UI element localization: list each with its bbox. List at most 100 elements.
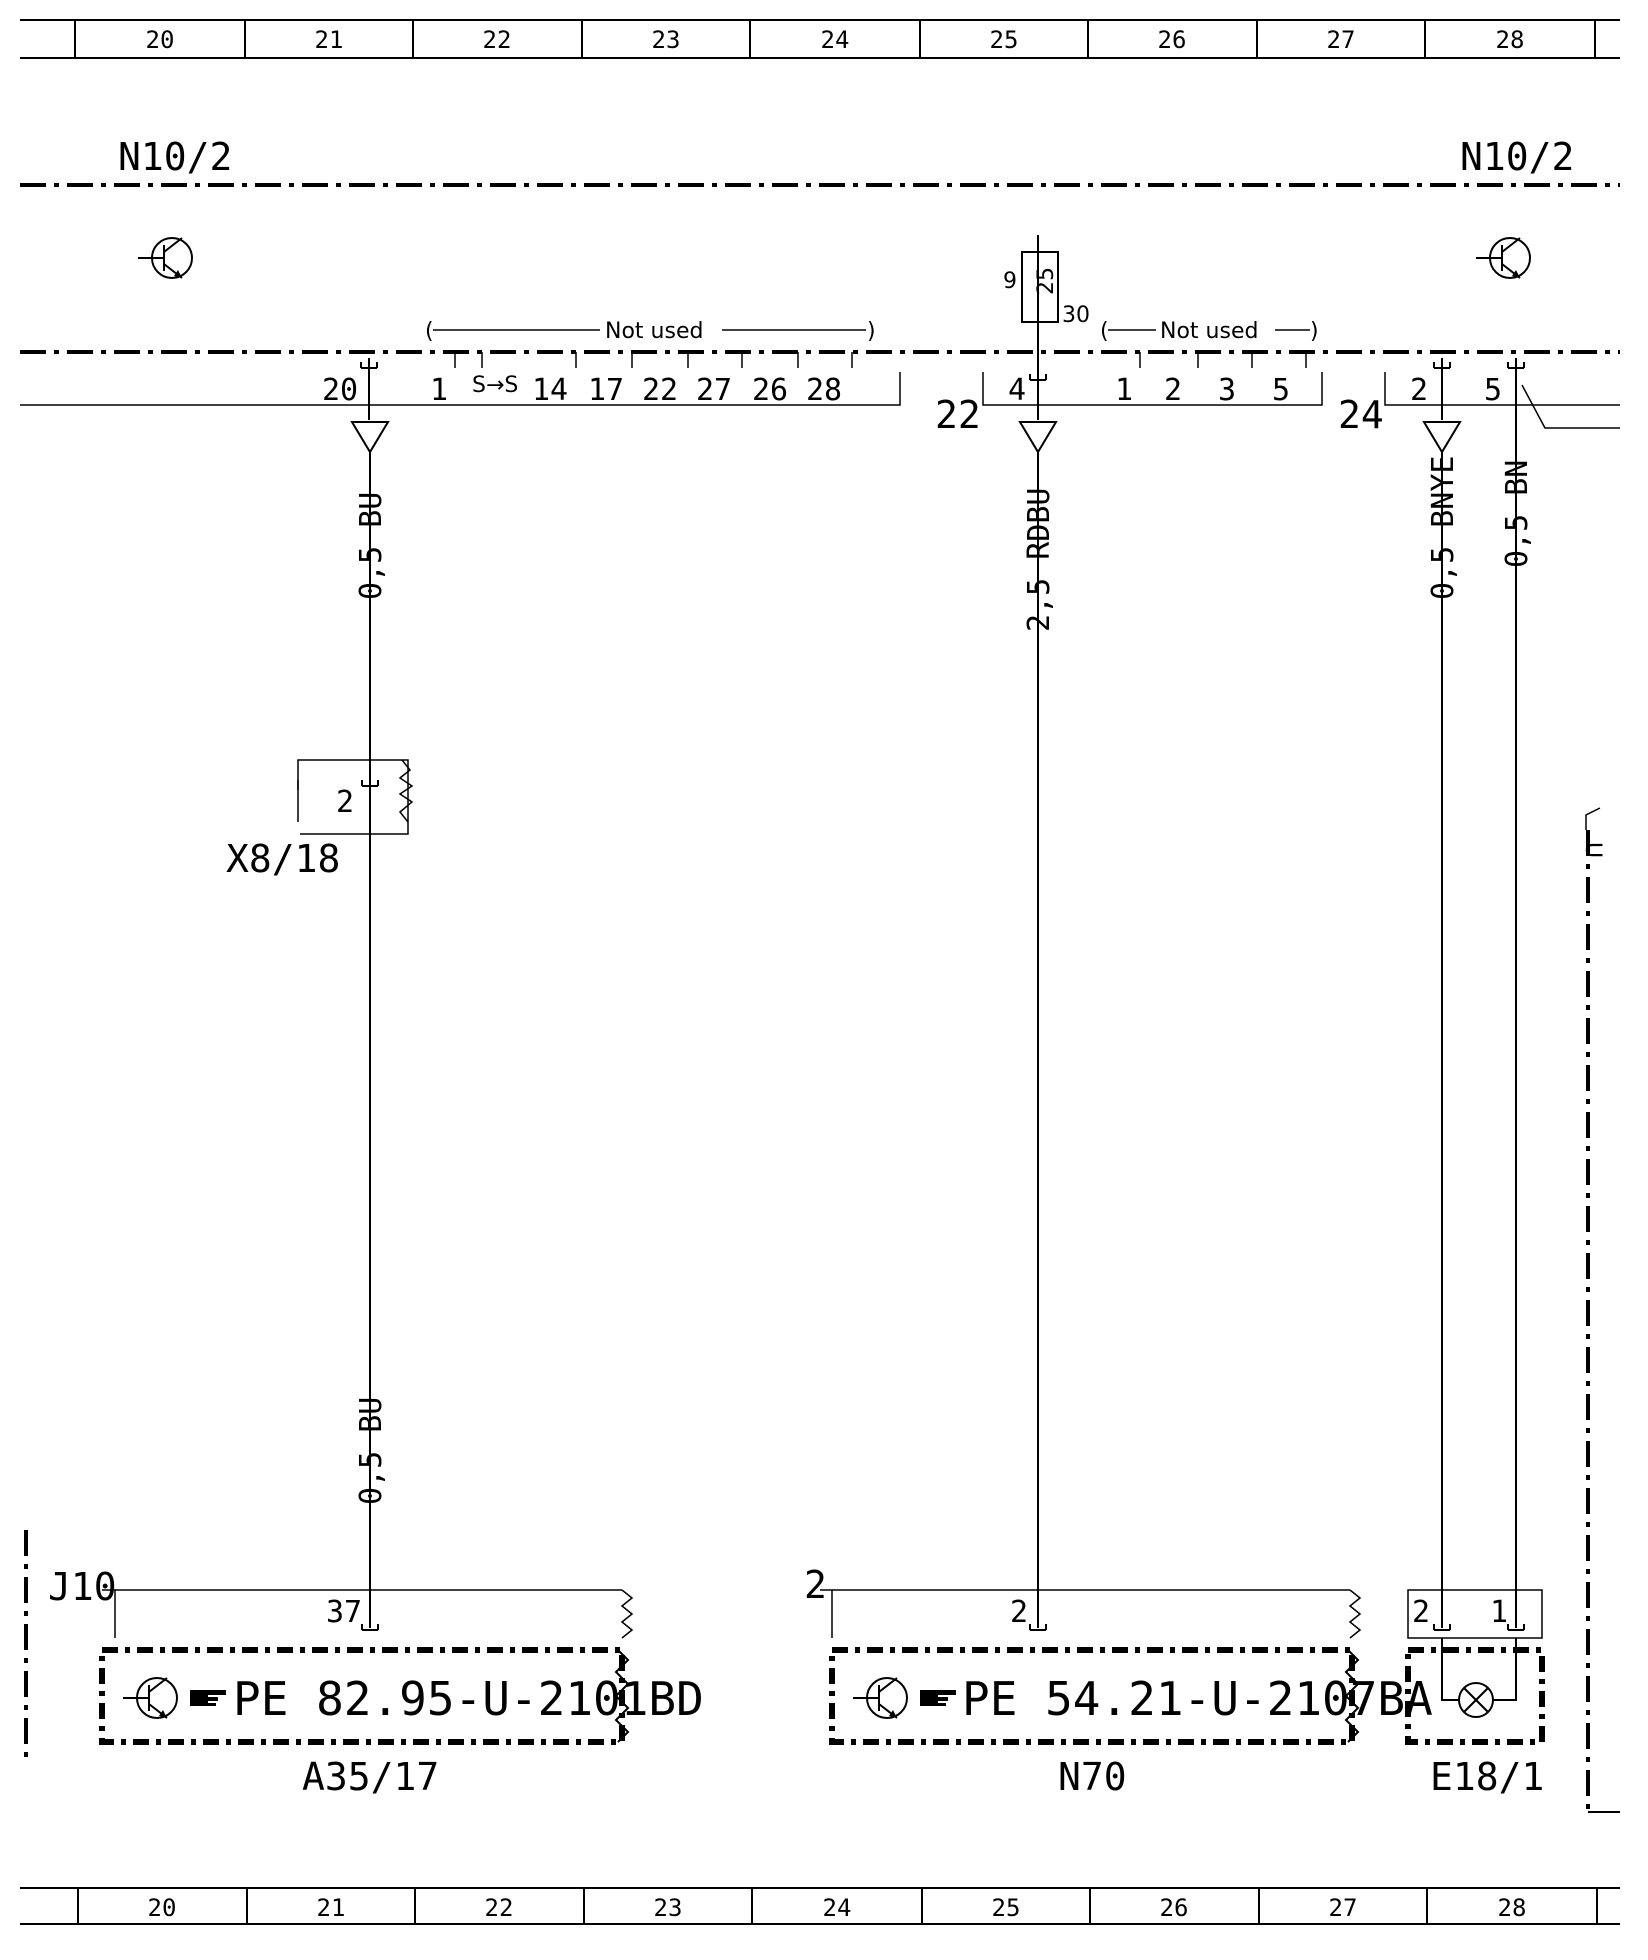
range-symbol: S→S xyxy=(472,373,518,398)
a35-17-label: A35/17 xyxy=(302,1755,439,1799)
pin-label: 14 xyxy=(532,373,568,408)
grid-col-28: 28 xyxy=(1496,26,1525,54)
bracket-close: ) xyxy=(1310,319,1319,344)
grid-col-23-bottom: 23 xyxy=(654,1894,683,1922)
pin-4-label: 4 xyxy=(1008,373,1026,408)
transistor-icon xyxy=(123,1677,178,1719)
pin-label: 1 xyxy=(1115,373,1133,408)
shield-triangle-icon xyxy=(1018,421,1058,454)
wire-label-top: 0,5 BU xyxy=(354,492,389,600)
connector-right-group: 24 2 5 xyxy=(1338,358,1620,454)
connector-label-24: 24 xyxy=(1338,393,1384,437)
pin-label: 22 xyxy=(642,373,678,408)
shield-triangle-icon xyxy=(1422,421,1462,454)
fuse-25: 9 25 30 xyxy=(1003,235,1090,372)
pin-terminal xyxy=(1433,1624,1451,1631)
n70-pin: 2 xyxy=(1010,1595,1028,1630)
grid-col-21: 21 xyxy=(315,26,344,54)
pointing-hand-icon xyxy=(920,1690,956,1706)
connector-center-group: 22 ( Not used ) 4 1 2 3 5 xyxy=(935,319,1323,454)
unused-pin-stubs xyxy=(454,352,853,368)
pin-label: 1 xyxy=(430,373,448,408)
grid-col-27-bottom: 27 xyxy=(1329,1894,1358,1922)
pin-terminal xyxy=(360,358,378,420)
not-used-label-left: Not used xyxy=(605,319,703,344)
connector-left-group: ( Not used ) 20 1 S→S 14 17 22 27 xyxy=(20,319,901,454)
n70-reference: PE 54.21-U-2107BA xyxy=(962,1672,1433,1726)
component-a35-17: J10 37 PE 82.95-U-2101BD A35/17 xyxy=(48,1565,704,1799)
grid-col-26: 26 xyxy=(1158,26,1187,54)
pin-terminal xyxy=(1029,1624,1047,1631)
connector-label-22: 22 xyxy=(935,393,981,437)
bracket-close: ) xyxy=(867,319,876,344)
grid-ruler-bottom: 20 21 22 23 24 25 26 27 28 xyxy=(20,1887,1620,1925)
pin-label: 27 xyxy=(696,373,732,408)
grid-col-25-bottom: 25 xyxy=(992,1894,1021,1922)
pin-label: 2 xyxy=(1164,373,1182,408)
n10-2-label-right: N10/2 xyxy=(1460,135,1574,179)
fuse-number: 25 xyxy=(1034,267,1059,295)
pin-label: 26 xyxy=(752,373,788,408)
fuse-pin-30: 30 xyxy=(1062,303,1090,328)
pin-label: 2 xyxy=(1410,373,1428,408)
pin-terminal xyxy=(1029,372,1047,420)
fuse-pin-9: 9 xyxy=(1003,269,1017,294)
pin-terminal xyxy=(1507,1624,1525,1631)
grid-col-25: 25 xyxy=(990,26,1019,54)
e18-1-pin: 1 xyxy=(1490,1595,1508,1630)
pin-label: 28 xyxy=(806,373,842,408)
x8-18-label: X8/18 xyxy=(226,837,340,881)
j10-label: J10 xyxy=(48,1565,117,1609)
wire-0-5-bu-lower: 0,5 BU xyxy=(354,786,389,1628)
grid-ruler-top: 20 21 22 23 24 25 26 27 28 xyxy=(20,19,1620,59)
grid-col-20-bottom: 20 xyxy=(148,1894,177,1922)
a35-17-pin: 37 xyxy=(326,1595,362,1630)
grid-col-23: 23 xyxy=(652,26,681,54)
grid-col-24-bottom: 24 xyxy=(823,1894,852,1922)
component-n70: 2 2 PE 54.21-U-2107BA N70 xyxy=(804,1563,1433,1799)
pointing-hand-icon xyxy=(190,1690,226,1706)
wire-label: 0,5 BNYE xyxy=(1426,456,1461,601)
bracket-open: ( xyxy=(425,319,434,344)
grid-col-22: 22 xyxy=(483,26,512,54)
wire-0-5-bu: 0,5 BU xyxy=(354,452,389,800)
component-e18-1: 2 1 E18/1 xyxy=(1405,1589,1545,1799)
grid-col-22-bottom: 22 xyxy=(485,1894,514,1922)
bracket-open: ( xyxy=(1100,319,1109,344)
pin-terminal xyxy=(1433,358,1451,420)
wire-0-5-bn: 0,5 BN xyxy=(1500,420,1535,1628)
a35-17-reference: PE 82.95-U-2101BD xyxy=(233,1672,704,1726)
pin-label: 17 xyxy=(588,373,624,408)
n70-connector-label: 2 xyxy=(804,1563,827,1607)
edge-label: U xyxy=(1580,842,1605,858)
grid-col-20: 20 xyxy=(146,26,175,54)
not-used-label-center: Not used xyxy=(1160,319,1258,344)
grid-col-21-bottom: 21 xyxy=(317,1894,346,1922)
pin-label: 5 xyxy=(1272,373,1290,408)
pin-label: 3 xyxy=(1218,373,1236,408)
wire-label: 2,5 RDBU xyxy=(1022,488,1057,633)
grid-col-27: 27 xyxy=(1327,26,1356,54)
transistor-icon xyxy=(138,237,193,279)
e18-1-label: E18/1 xyxy=(1430,1755,1544,1799)
right-edge-unit: U xyxy=(1580,807,1620,1813)
connector-x8-18: 2 X8/18 xyxy=(226,759,414,881)
wire-0-5-bnye: 0,5 BNYE xyxy=(1426,452,1461,1628)
x8-18-pin: 2 xyxy=(336,785,354,820)
n10-2-label-left: N10/2 xyxy=(118,135,232,179)
n10-2-unit: N10/2 N10/2 xyxy=(20,135,1620,354)
wire-label-bottom: 0,5 BU xyxy=(354,1397,389,1505)
grid-col-28-bottom: 28 xyxy=(1498,1894,1527,1922)
transistor-icon xyxy=(853,1677,908,1719)
transistor-icon xyxy=(1476,237,1531,279)
grid-col-24: 24 xyxy=(821,26,850,54)
lamp-icon xyxy=(1458,1682,1494,1718)
pin-terminal xyxy=(1507,358,1525,420)
pin-label: 5 xyxy=(1484,373,1502,408)
n70-box xyxy=(829,1647,1355,1745)
a35-17-box xyxy=(99,1647,625,1745)
n70-label: N70 xyxy=(1058,1755,1127,1799)
wire-2-5-rdbu: 2,5 RDBU xyxy=(1022,452,1057,1628)
pin-terminal xyxy=(361,1624,379,1631)
